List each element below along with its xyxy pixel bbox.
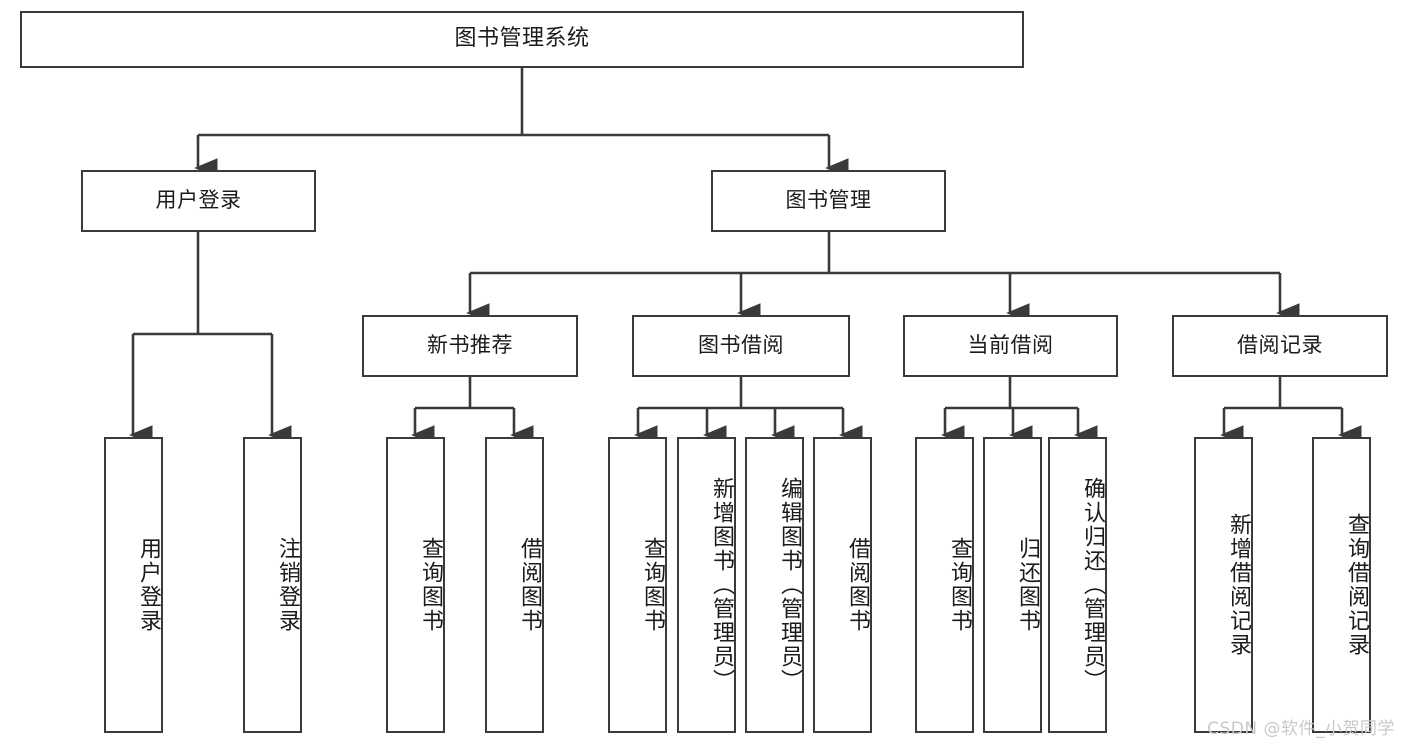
node-label: 借阅记录 xyxy=(1237,333,1323,358)
node-label: 新书推荐 xyxy=(427,333,513,358)
node-label: 查询图书 xyxy=(418,537,443,633)
node-label: 借阅图书 xyxy=(517,537,542,633)
node-book-management[interactable]: 图书管理 xyxy=(711,170,946,232)
node-label: 确认归还（管理员） xyxy=(1080,477,1105,693)
node-book-borrow[interactable]: 图书借阅 xyxy=(632,315,850,377)
leaf-book-borrow-borrow-book[interactable]: 借阅图书 xyxy=(813,437,872,733)
node-user-login[interactable]: 用户登录 xyxy=(81,170,316,232)
node-label: 归还图书 xyxy=(1015,537,1040,633)
leaf-borrow-record-add-record[interactable]: 新增借阅记录 xyxy=(1194,437,1253,733)
leaf-book-borrow-query-book[interactable]: 查询图书 xyxy=(608,437,667,733)
node-label: 借阅图书 xyxy=(845,537,870,633)
leaf-new-book-query-book[interactable]: 查询图书 xyxy=(386,437,445,733)
node-label: 图书管理 xyxy=(785,188,872,213)
leaf-current-borrow-return-book[interactable]: 归还图书 xyxy=(983,437,1042,733)
leaf-current-borrow-confirm-return-admin[interactable]: 确认归还（管理员） xyxy=(1048,437,1107,733)
leaf-user-login-login[interactable]: 用户登录 xyxy=(104,437,163,733)
node-root-library-system[interactable]: 图书管理系统 xyxy=(20,11,1024,68)
node-label: 图书管理系统 xyxy=(454,26,590,52)
node-label: 查询图书 xyxy=(640,537,665,633)
node-borrow-record[interactable]: 借阅记录 xyxy=(1172,315,1388,377)
node-current-borrow[interactable]: 当前借阅 xyxy=(903,315,1118,377)
leaf-borrow-record-query-record[interactable]: 查询借阅记录 xyxy=(1312,437,1371,733)
node-label: 编辑图书（管理员） xyxy=(777,477,802,693)
node-label: 查询图书 xyxy=(947,537,972,633)
node-label: 新增借阅记录 xyxy=(1226,513,1251,657)
node-label: 查询借阅记录 xyxy=(1344,513,1369,657)
leaf-book-borrow-add-book-admin[interactable]: 新增图书（管理员） xyxy=(677,437,736,733)
node-label: 用户登录 xyxy=(136,537,161,633)
node-label: 图书借阅 xyxy=(698,333,784,358)
leaf-new-book-borrow-book[interactable]: 借阅图书 xyxy=(485,437,544,733)
leaf-current-borrow-query-book[interactable]: 查询图书 xyxy=(915,437,974,733)
leaf-book-borrow-edit-book-admin[interactable]: 编辑图书（管理员） xyxy=(745,437,804,733)
csdn-watermark: CSDN @软件_小贺同学 xyxy=(1207,719,1395,739)
node-label: 注销登录 xyxy=(275,537,300,633)
node-label: 新增图书（管理员） xyxy=(709,477,734,693)
leaf-user-login-logout[interactable]: 注销登录 xyxy=(243,437,302,733)
node-label: 当前借阅 xyxy=(967,333,1054,358)
node-label: 用户登录 xyxy=(155,188,242,213)
node-new-book-recommend[interactable]: 新书推荐 xyxy=(362,315,578,377)
